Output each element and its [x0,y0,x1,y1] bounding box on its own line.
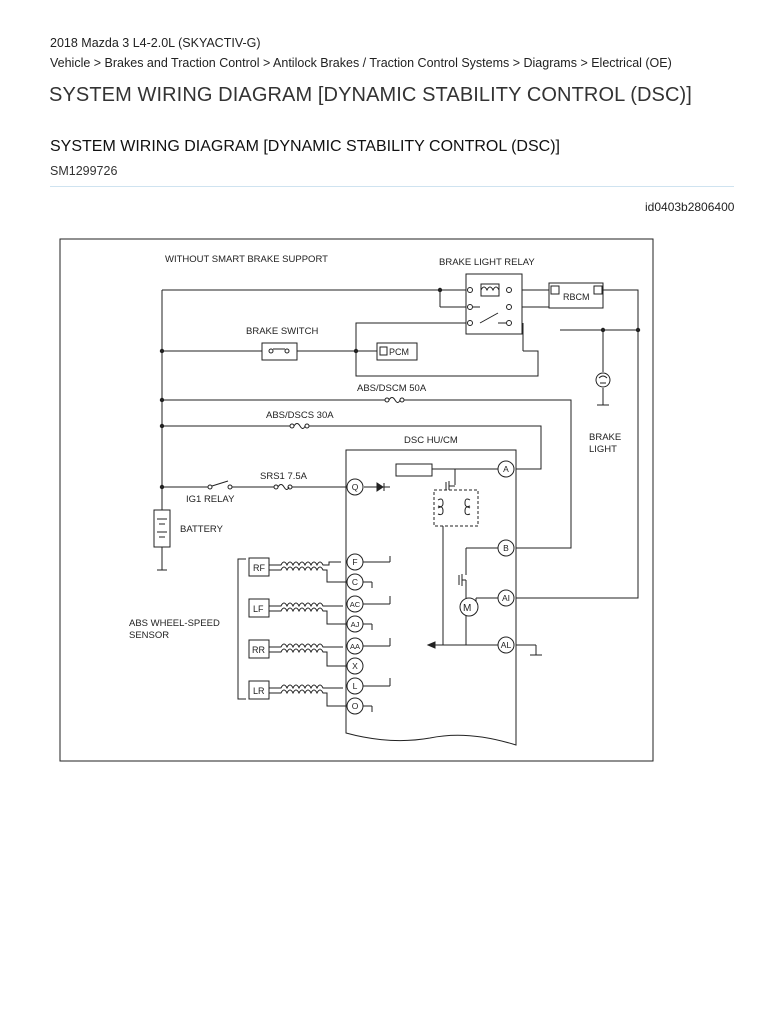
right-terminals [497,460,515,654]
abs-sensor-label: ABS WHEEL-SPEED [129,618,220,629]
battery-symbol [153,509,171,548]
ig1-relay-label: IG1 RELAY [186,494,235,505]
brake-switch [261,342,298,361]
terminal-o: O [352,701,359,711]
fuse-symbols [207,397,405,490]
fuse-30a-label: ABS/DSCS 30A [266,410,334,421]
breadcrumb[interactable]: Vehicle > Brakes and Traction Control > … [50,56,672,70]
terminal-ac: AC [350,600,361,609]
terminal-c: C [352,577,358,587]
abs-sensor-label: SENSOR [129,630,169,641]
brake-light-label: BRAKE [589,432,621,443]
document-id: SM1299726 [50,164,118,178]
motor-label: M [463,603,471,614]
vehicle-title: 2018 Mazda 3 L4-2.0L (SKYACTIV-G) [50,36,261,50]
brake-light-label: LIGHT [589,444,617,455]
sensor-lf [248,598,347,625]
sensor-label-rf: RF [253,563,265,573]
brake-switch-label: BRAKE SWITCH [246,326,318,337]
terminal-a: A [503,464,509,474]
terminal-x: X [352,661,358,671]
terminal-ai: AI [502,593,510,603]
sensor-rr [248,639,347,667]
reference-id: id0403b2806400 [645,200,734,214]
terminal-l: L [353,681,358,691]
sensor-label-lr: LR [253,686,265,696]
terminal-q: Q [352,482,359,492]
terminal-al: AL [501,640,512,650]
pcm-label: PCM [389,347,409,357]
battery-label: BATTERY [180,524,224,535]
terminal-f: F [352,557,357,567]
brake-light-relay-label: BRAKE LIGHT RELAY [439,257,535,268]
section-title: SYSTEM WIRING DIAGRAM [DYNAMIC STABILITY… [50,138,560,155]
sensor-lr [248,680,347,707]
terminal-aj: AJ [351,620,360,629]
terminal-stubs [363,556,391,712]
without-sbs-label: WITHOUT SMART BRAKE SUPPORT [165,254,328,265]
dsc-internals [395,463,498,649]
brake-light-relay [465,273,523,335]
terminal-b: B [503,543,509,553]
sensor-label-rr: RR [252,645,265,655]
rbcm-module [548,282,604,309]
terminal-aa: AA [350,642,360,651]
brake-light-lamp [595,372,611,388]
srs-fuse-label: SRS1 7.5A [260,471,308,482]
page-title: SYSTEM WIRING DIAGRAM [DYNAMIC STABILITY… [49,84,692,106]
sensor-rf [248,557,347,583]
motor-symbol [459,597,479,617]
dsc-module-label: DSC HU/CM [404,435,458,446]
rbcm-label: RBCM [563,292,590,302]
sensor-label-lf: LF [253,604,264,614]
wiring-diagram: RBCM PCM [59,238,655,762]
pcm-module [376,342,418,361]
sensor-bracket [237,558,246,700]
fuse-50a-label: ABS/DSCM 50A [357,383,427,394]
divider [50,186,734,187]
q-diode [364,482,390,492]
